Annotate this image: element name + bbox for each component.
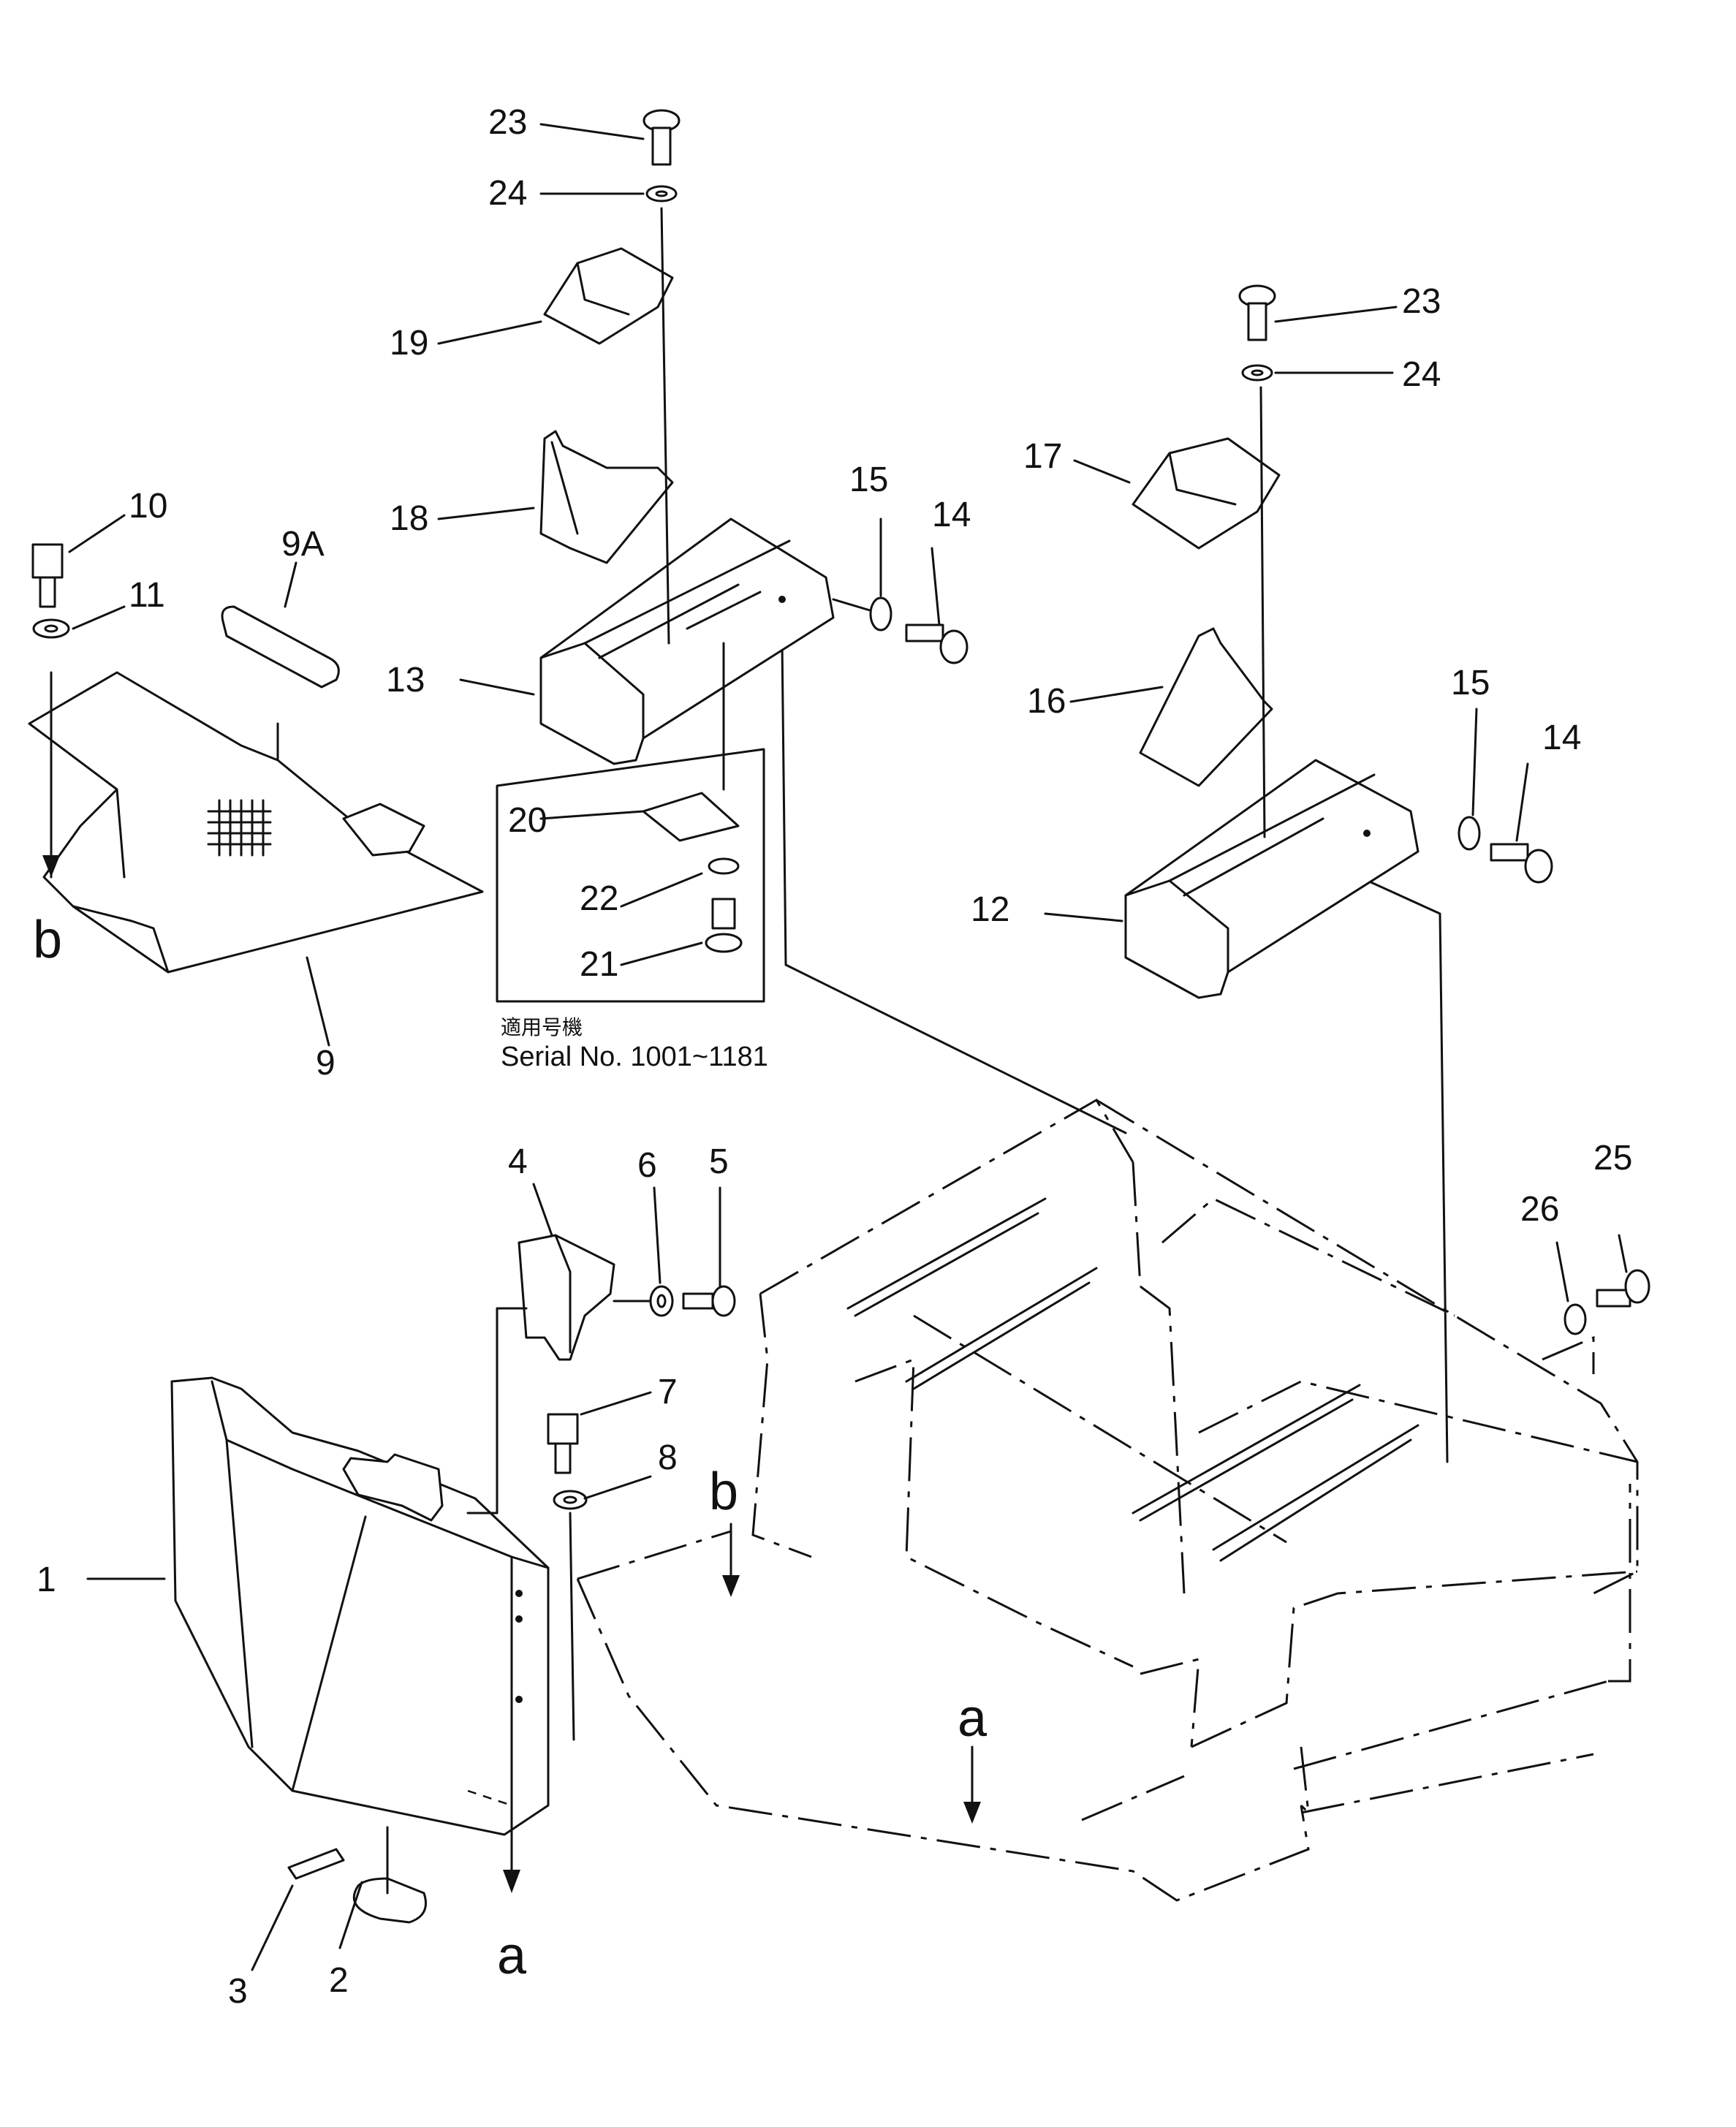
label-part-14-right: 14 bbox=[1542, 719, 1581, 757]
part-18-boot bbox=[539, 430, 674, 564]
leader-lines bbox=[68, 123, 1628, 1971]
part-16-boot bbox=[1139, 627, 1273, 787]
part-3-strip bbox=[287, 1848, 345, 1880]
part-9-floor-plate bbox=[28, 671, 484, 974]
part-23-right-bolt bbox=[1238, 284, 1276, 341]
label-part-26: 26 bbox=[1520, 1190, 1559, 1229]
part-19-cover bbox=[543, 247, 674, 345]
label-part-8: 8 bbox=[658, 1438, 678, 1477]
part-2-bracket bbox=[352, 1826, 427, 1924]
label-part-20: 20 bbox=[508, 801, 547, 840]
label-part-10: 10 bbox=[129, 487, 167, 526]
part-12-right-console bbox=[1124, 759, 1419, 999]
label-part-3: 3 bbox=[228, 1972, 248, 2011]
main-frame bbox=[576, 642, 1639, 1902]
serial-note-japanese: 適用号機 bbox=[501, 1015, 583, 1039]
label-part-13: 13 bbox=[386, 661, 425, 699]
part-7-bolt bbox=[547, 1413, 579, 1474]
label-part-25: 25 bbox=[1593, 1139, 1632, 1178]
label-part-24-right: 24 bbox=[1402, 355, 1441, 394]
part-15-right-washer bbox=[1458, 816, 1481, 851]
serial-inset-box bbox=[496, 642, 765, 1003]
part-13-left-console bbox=[539, 517, 835, 765]
label-part-15-right: 15 bbox=[1451, 664, 1490, 702]
label-part-21: 21 bbox=[580, 945, 618, 984]
part-17-cover bbox=[1132, 437, 1281, 550]
ref-letter-b-frame: b bbox=[709, 1463, 738, 1521]
label-part-16: 16 bbox=[1027, 682, 1066, 721]
label-part-7: 7 bbox=[658, 1373, 678, 1411]
part-14-left-bolt bbox=[905, 623, 969, 664]
part-4-bracket bbox=[466, 1234, 615, 1514]
part-26-washer bbox=[1563, 1303, 1587, 1335]
ref-letter-a-front: a bbox=[497, 1927, 527, 1985]
part-15-left-washer bbox=[832, 596, 892, 632]
serial-note-text: Serial No. 1001~1181 bbox=[501, 1042, 768, 1072]
label-part-1: 1 bbox=[37, 1561, 56, 1599]
part-6-washer bbox=[613, 1285, 674, 1317]
label-part-12: 12 bbox=[971, 890, 1009, 929]
label-part-14-left: 14 bbox=[932, 496, 971, 534]
label-part-5: 5 bbox=[709, 1142, 729, 1181]
label-part-15-left: 15 bbox=[849, 460, 888, 499]
part-labels: 1 2 3 4 5 6 7 8 9 9A 10 11 12 13 14 14 1… bbox=[37, 103, 1632, 2011]
label-part-24-top: 24 bbox=[488, 174, 527, 213]
reference-letters: b b a a bbox=[33, 911, 988, 1985]
reference-arrows bbox=[503, 1523, 981, 1893]
part-8-washer bbox=[553, 1490, 588, 1741]
serial-note: 適用号機 Serial No. 1001~1181 bbox=[501, 1015, 768, 1072]
part-24-top-washer bbox=[645, 185, 678, 645]
part-1-front-cover bbox=[170, 1376, 550, 1836]
label-part-4: 4 bbox=[508, 1142, 528, 1181]
part-14-right-bolt bbox=[1490, 843, 1553, 884]
ref-letter-b-left: b bbox=[33, 911, 62, 969]
label-part-23-top: 23 bbox=[488, 103, 527, 142]
part-25-bolt bbox=[1596, 1269, 1650, 1308]
label-part-18: 18 bbox=[390, 499, 428, 538]
part-24-right-washer bbox=[1241, 364, 1273, 838]
label-part-9: 9 bbox=[316, 1044, 336, 1083]
label-part-2: 2 bbox=[329, 1961, 349, 2000]
label-part-23-right: 23 bbox=[1402, 282, 1441, 321]
ref-letter-a-frame: a bbox=[958, 1689, 988, 1748]
part-23-top-bolt bbox=[643, 109, 681, 166]
label-part-9a: 9A bbox=[281, 525, 325, 564]
label-part-11: 11 bbox=[129, 576, 165, 615]
label-part-19: 19 bbox=[390, 324, 428, 363]
part-10-bolt bbox=[31, 543, 64, 608]
part-9a-grip bbox=[221, 605, 340, 689]
label-part-6: 6 bbox=[637, 1146, 657, 1185]
part-5-bolt bbox=[682, 1285, 736, 1317]
label-part-17: 17 bbox=[1023, 437, 1062, 476]
label-part-22: 22 bbox=[580, 879, 618, 918]
part-11-washer bbox=[32, 618, 70, 639]
